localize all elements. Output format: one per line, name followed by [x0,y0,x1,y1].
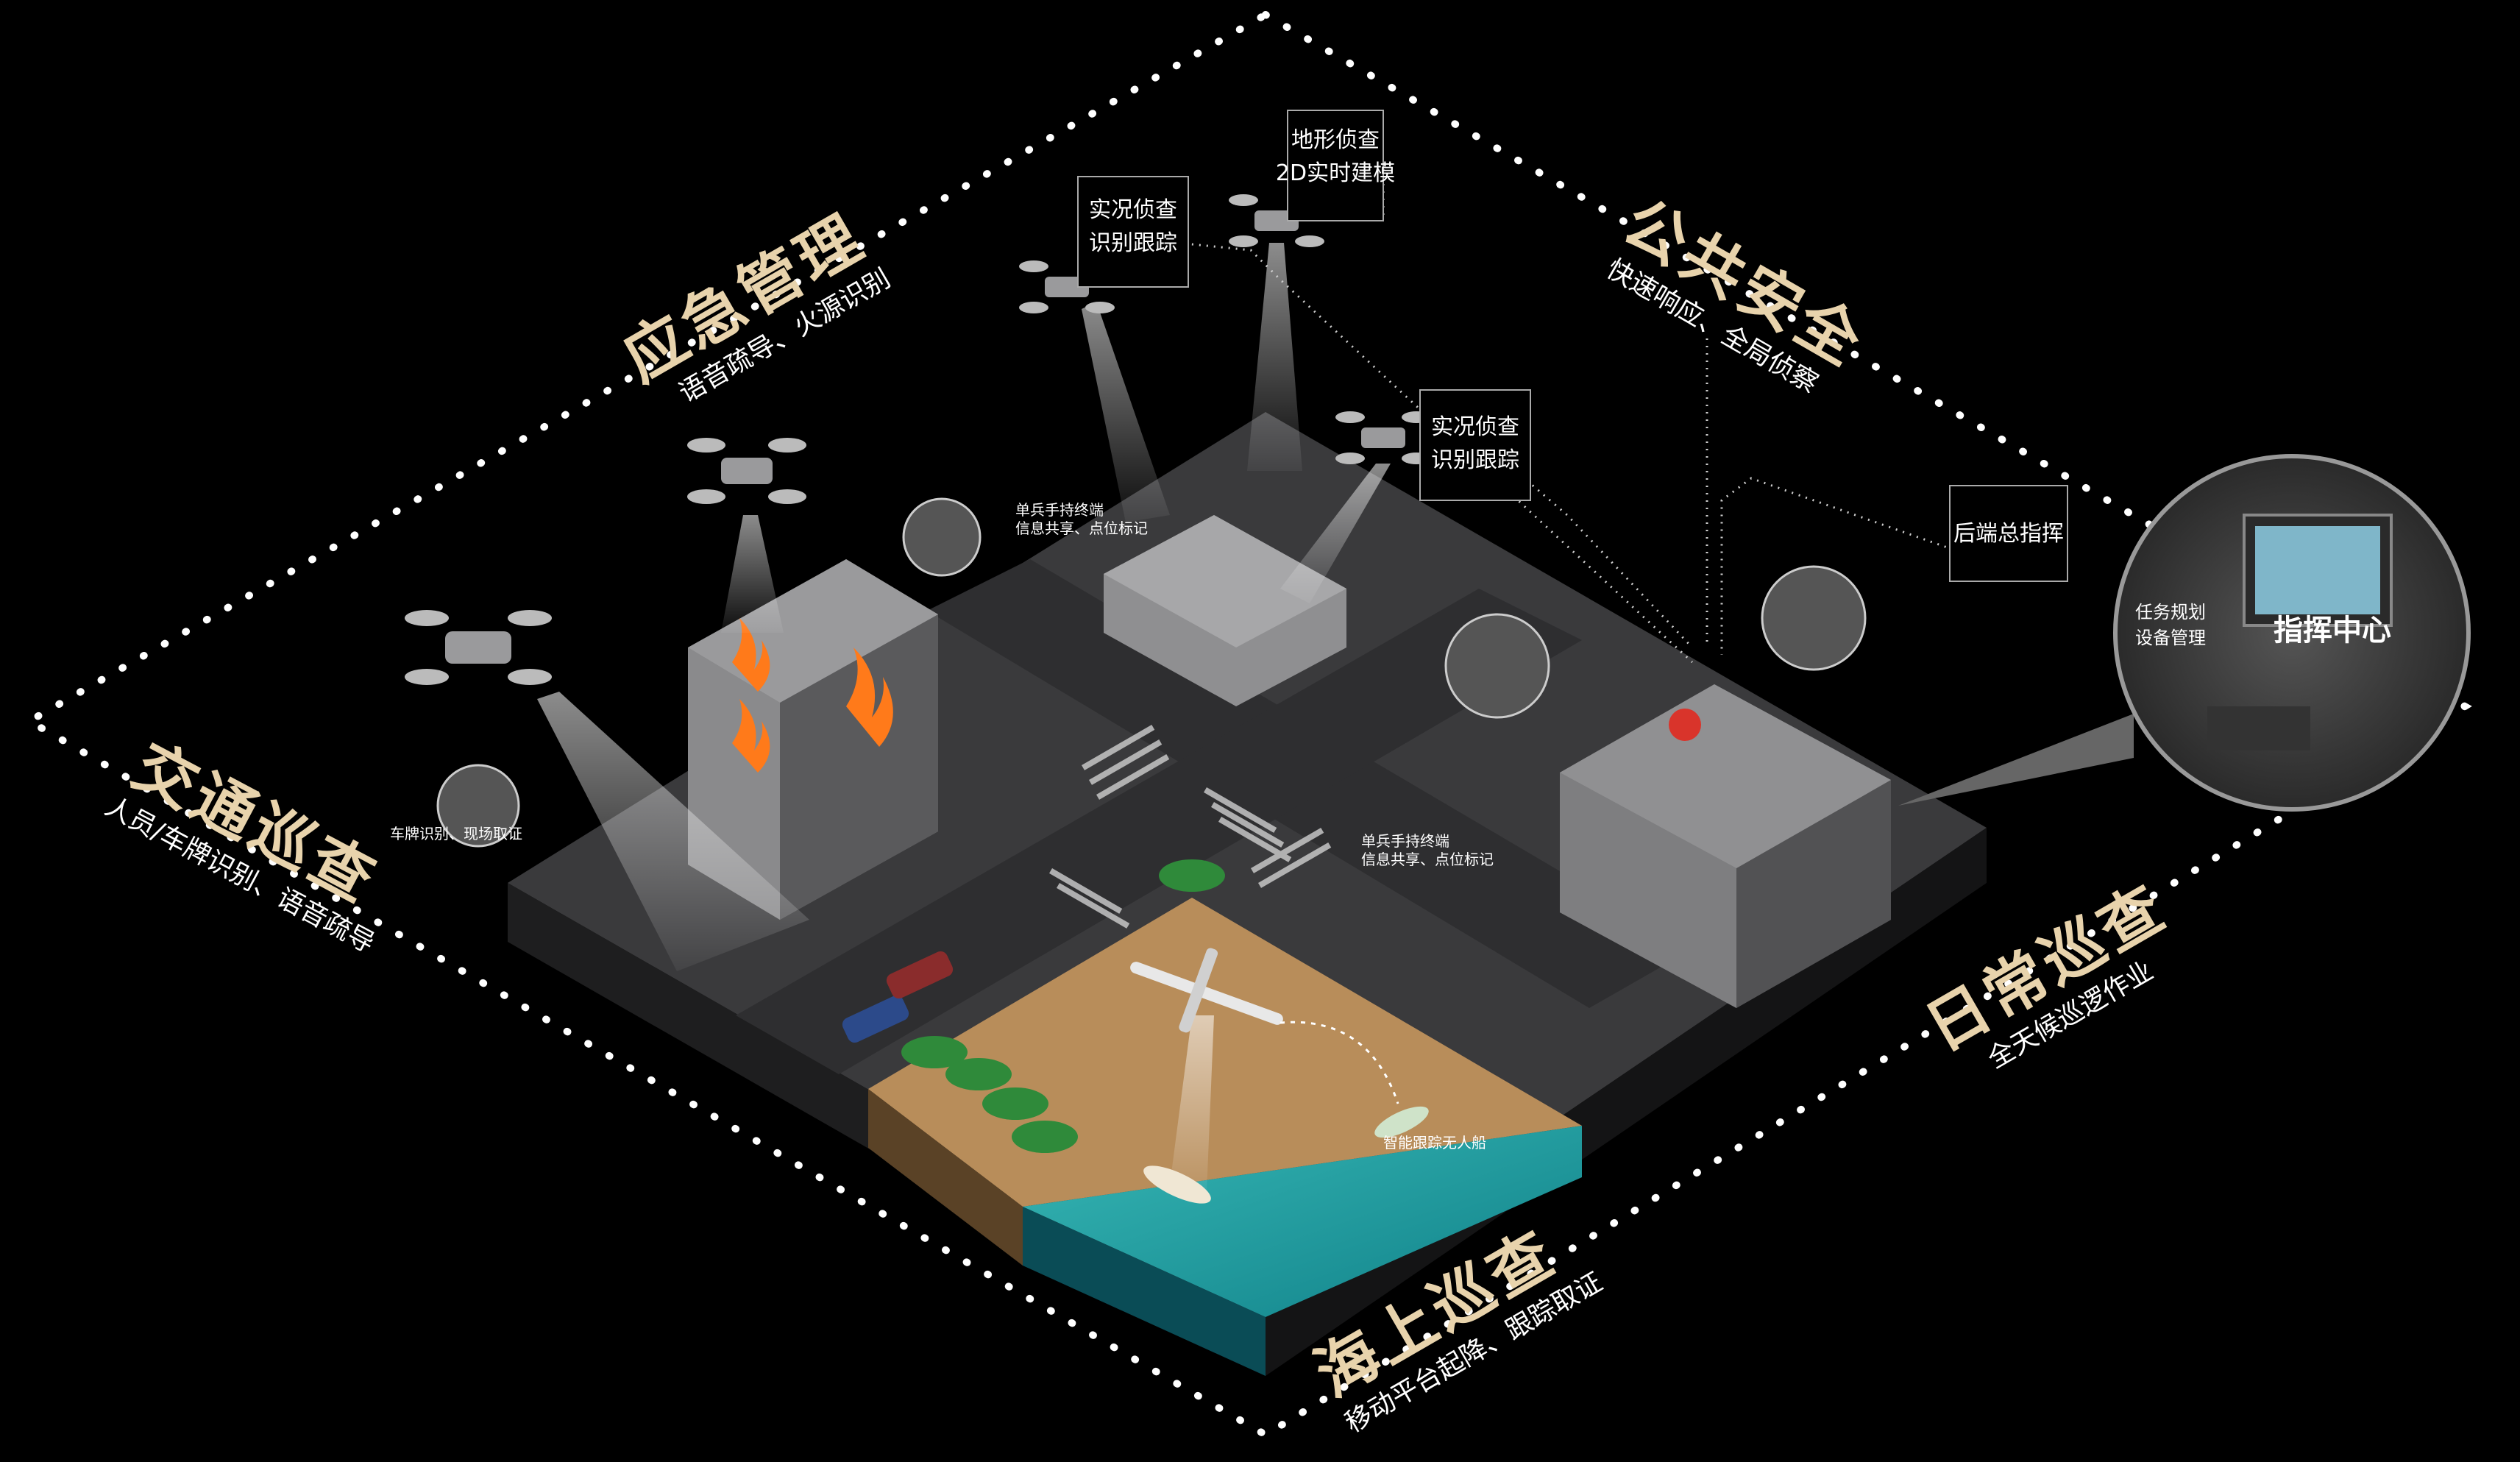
callout-terrain: 地形侦查 2D实时建模 [1276,110,1395,221]
burning-building [688,559,938,920]
svg-text:2D实时建模: 2D实时建模 [1276,160,1395,186]
inset-soldier-1: 单兵手持终端 信息共享、点位标记 [902,497,1148,577]
callout-backend: 后端总指挥 [1949,485,2068,582]
car-icon [842,995,909,1043]
callout-live-recon-2: 实况侦查 识别跟踪 [1419,389,1531,501]
drone-icon [405,610,552,685]
boat-icon [1374,1106,1429,1138]
fire-icon [732,618,770,692]
fire-icon [732,699,770,773]
boat-flight-path [1279,1021,1399,1104]
boat-icon [1143,1165,1211,1204]
zone-public-safety: 公共安全 快速响应、全局侦察 [1602,185,1877,399]
car-icon [886,951,954,999]
svg-text:实况侦查: 实况侦查 [1089,197,1177,223]
outer-dotted-border [21,10,2472,1439]
callout-live-recon-1: 实况侦查 识别跟踪 [1077,176,1189,288]
command-center-title: 指挥中心 [2274,614,2391,647]
zone-emergency: 应急管理 语音疏导、火源识别 [611,200,895,408]
inset-pad [1761,565,1867,671]
fixed-wing-drone-icon [1130,948,1283,1033]
svg-text:识别跟踪: 识别跟踪 [1089,230,1177,256]
svg-text:后端总指挥: 后端总指挥 [1953,521,2064,547]
svg-text:实况侦查: 实况侦查 [1431,414,1519,440]
patrol-building [1560,684,1891,1008]
fire-icon [846,647,893,747]
svg-text:信息共享、点位标记: 信息共享、点位标记 [1015,519,1148,537]
svg-text:设备管理: 设备管理 [2135,628,2206,648]
svg-text:信息共享、点位标记: 信息共享、点位标记 [1361,851,1494,868]
drone-beams [537,243,1391,1192]
svg-text:任务规划: 任务规划 [2135,602,2206,622]
landing-pad-icon [1669,709,1701,741]
svg-text:单兵手持终端: 单兵手持终端 [1361,832,1449,850]
boat-label: 智能跟踪无人船 [1383,1134,1486,1151]
drone-icon [1335,411,1431,464]
zone-traffic: 交通巡查 人员/车牌识别、语音疏导 [100,729,389,959]
svg-text:单兵手持终端: 单兵手持终端 [1015,501,1104,519]
svg-text:车牌识别、现场取证: 车牌识别、现场取证 [390,825,522,842]
inset-plate: 车牌识别、现场取证 [390,764,522,848]
ruins [1104,515,1346,706]
command-center: 指挥中心 任务规划 设备管理 [1898,454,2471,812]
svg-text:识别跟踪: 识别跟踪 [1431,447,1519,473]
svg-text:地形侦查: 地形侦查 [1291,127,1380,153]
drone-icon [687,438,806,504]
palm-trees [901,859,1225,1153]
inset-soldier-2: 单兵手持终端 信息共享、点位标记 [1361,613,1550,868]
